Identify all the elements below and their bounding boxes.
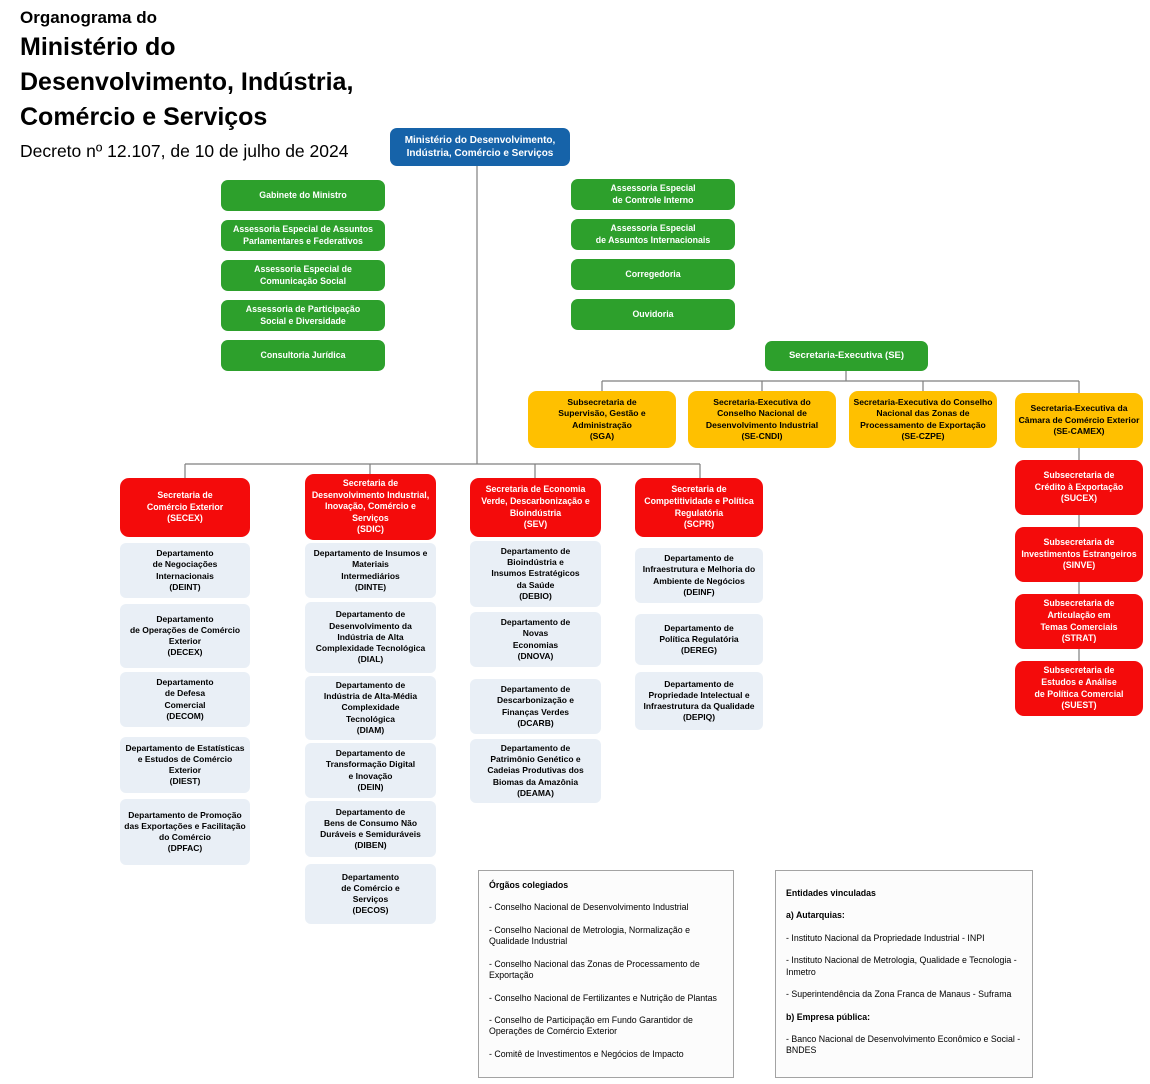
node-ouvidoria: Ouvidoria — [571, 299, 735, 330]
node-suest: Subsecretaria de Estudos e Análise de Po… — [1015, 661, 1143, 716]
panel-item: - Conselho Nacional de Fertilizantes e N… — [489, 992, 717, 1003]
node-sinve: Subsecretaria de Investimentos Estrangei… — [1015, 527, 1143, 582]
panel-item: - Instituto Nacional de Metrologia, Qual… — [786, 955, 1017, 977]
panel-item: - Conselho Nacional de Metrologia, Norma… — [489, 924, 690, 947]
chart-kicker: Organograma do — [20, 8, 157, 27]
node-assessoria-participacao-social: Assessoria de Participação Social e Dive… — [221, 300, 385, 331]
node-se-czpe: Secretaria-Executiva do Conselho Naciona… — [849, 391, 997, 448]
node-decex: Departamento de Operações de Comércio Ex… — [120, 604, 250, 668]
node-dereg: Departamento de Política Regulatória (DE… — [635, 614, 763, 665]
node-se-cndi: Secretaria-Executiva do Conselho Naciona… — [688, 391, 836, 448]
node-diben: Departamento de Bens de Consumo Não Durá… — [305, 801, 436, 857]
node-decos: Departamento de Comércio e Serviços (DEC… — [305, 864, 436, 924]
panel-item: - Conselho Nacional das Zonas de Process… — [489, 958, 700, 981]
node-dcarb: Departamento de Descarbonização e Finanç… — [470, 679, 601, 734]
node-dial: Departamento de Desenvolvimento da Indús… — [305, 602, 436, 673]
node-scpr: Secretaria de Competitividade e Política… — [635, 478, 763, 537]
node-sga: Subsecretaria de Supervisão, Gestão e Ad… — [528, 391, 676, 448]
panel-orgaos-colegiados: Órgãos colegiados - Conselho Nacional de… — [478, 870, 734, 1078]
node-assessoria-comunicacao-social: Assessoria Especial de Comunicação Socia… — [221, 260, 385, 291]
panel-item: b) Empresa pública: — [786, 1011, 871, 1022]
panel-item: - Instituto Nacional da Propriedade Indu… — [786, 932, 985, 943]
node-decom: Departamento de Defesa Comercial (DECOM) — [120, 672, 250, 727]
chart-title: Ministério do Desenvolvimento, Indústria… — [20, 33, 354, 131]
node-deinf: Departamento de Infraestrutura e Melhori… — [635, 548, 763, 603]
node-dein: Departamento de Transformação Digital e … — [305, 743, 436, 798]
node-corregedoria: Corregedoria — [571, 259, 735, 290]
panel-item: a) Autarquias: — [786, 910, 845, 921]
node-sdic: Secretaria de Desenvolvimento Industrial… — [305, 474, 436, 540]
panel-item: - Conselho Nacional de Desenvolvimento I… — [489, 902, 689, 913]
panel-item: - Banco Nacional de Desenvolvimento Econ… — [786, 1033, 1021, 1056]
node-gabinete-do-ministro: Gabinete do Ministro — [221, 180, 385, 211]
panel-title: Entidades vinculadas — [786, 888, 876, 898]
node-dnova: Departamento de Novas Economias (DNOVA) — [470, 612, 601, 667]
node-assessoria-controle-interno: Assessoria Especial de Controle Interno — [571, 179, 735, 210]
node-sev: Secretaria de Economia Verde, Descarboni… — [470, 478, 601, 537]
panel-item: - Conselho de Participação em Fundo Gara… — [489, 1014, 693, 1037]
node-dpfac: Departamento de Promoção das Exportações… — [120, 799, 250, 865]
node-strat: Subsecretaria de Articulação em Temas Co… — [1015, 594, 1143, 649]
panel-item: - Superintendência da Zona Franca de Man… — [786, 989, 1012, 1000]
node-secretaria-executiva: Secretaria-Executiva (SE) — [765, 341, 928, 371]
node-ministry-root: Ministério do Desenvolvimento, Indústria… — [390, 128, 570, 166]
node-debio: Departamento de Bioindústria e Insumos E… — [470, 541, 601, 607]
node-secex: Secretaria de Comércio Exterior (SECEX) — [120, 478, 250, 537]
panel-entidades-vinculadas: Entidades vinculadas a) Autarquias: - In… — [775, 870, 1033, 1078]
node-deama: Departamento de Patrimônio Genético e Ca… — [470, 739, 601, 803]
node-se-camex: Secretaria-Executiva da Câmara de Comérc… — [1015, 393, 1143, 448]
node-dinte: Departamento de Insumos e Materiais Inte… — [305, 543, 436, 598]
chart-decree: Decreto nº 12.107, de 10 de julho de 202… — [20, 141, 349, 161]
node-sucex: Subsecretaria de Crédito à Exportação (S… — [1015, 460, 1143, 515]
node-depiq: Departamento de Propriedade Intelectual … — [635, 672, 763, 730]
node-assessoria-assuntos-internacionais: Assessoria Especial de Assuntos Internac… — [571, 219, 735, 250]
node-assessoria-parlamentares-federativos: Assessoria Especial de Assuntos Parlamen… — [221, 220, 385, 251]
panel-item: - Comitê de Investimentos e Negócios de … — [489, 1048, 684, 1059]
node-deint: Departamento de Negociações Internaciona… — [120, 543, 250, 598]
panel-title: Órgãos colegiados — [489, 880, 569, 890]
node-consultoria-juridica: Consultoria Jurídica — [221, 340, 385, 371]
node-diam: Departamento de Indústria de Alta-Média … — [305, 676, 436, 740]
node-diest: Departamento de Estatísticas e Estudos d… — [120, 737, 250, 793]
